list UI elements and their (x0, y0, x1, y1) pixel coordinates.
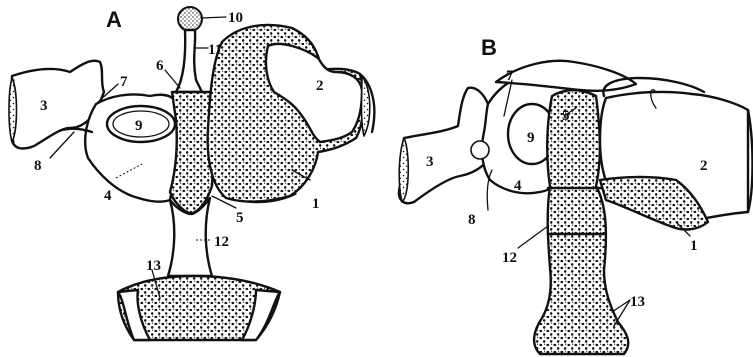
panel-b-label-3: 3 (426, 154, 434, 170)
panel-a-label-3: 3 (40, 98, 48, 114)
panel-a-left-cap-stipple (9, 78, 17, 142)
panel-b-leader-12 (518, 226, 548, 248)
panel-b-small-foramen (471, 141, 489, 159)
panel-a-label-1: 1 (312, 196, 320, 212)
panel-a-label-8: 8 (34, 158, 42, 174)
panel-a-leader-10 (201, 17, 226, 18)
panel-b-label-2: 2 (700, 158, 708, 174)
panel-a-label-4: 4 (104, 188, 112, 204)
panel-b-leader-13a (612, 300, 630, 312)
panel-a-letter: A (106, 7, 122, 32)
panel-a-label-13: 13 (146, 258, 161, 274)
panel-a-label-5: 5 (236, 210, 244, 226)
panel-b-leader-13b (614, 300, 630, 326)
panel-a-stalk (176, 30, 202, 92)
panel-b-label-9: 9 (527, 130, 535, 146)
panel-b-label-12: 12 (502, 250, 517, 266)
panel-a-leader-6 (165, 70, 180, 88)
panel-a-label-11: 11 (208, 42, 222, 58)
panel-a-label-12: 12 (214, 234, 229, 250)
panel-a-label-6: 6 (156, 58, 164, 74)
panel-b-label-8: 8 (468, 212, 476, 228)
panel-b-left-cap-stipple (399, 138, 408, 202)
panel-b: B 7 5 9 3 4 8 (399, 35, 753, 354)
panel-b-label-13: 13 (630, 294, 645, 310)
panel-b-label-5: 5 (562, 108, 570, 124)
panel-b-label-4: 4 (514, 178, 522, 194)
panel-a-label-10: 10 (228, 10, 243, 26)
panel-a-leader-8 (50, 132, 74, 158)
panel-a-label-7: 7 (120, 74, 128, 90)
panel-a-label-2: 2 (316, 78, 324, 94)
panel-a: A (9, 7, 374, 340)
panel-b-label-1: 1 (690, 238, 698, 254)
panel-a-label-9: 9 (135, 118, 143, 134)
panel-a-central-body (170, 92, 213, 214)
panel-a-apical-knob (178, 7, 202, 31)
panel-b-label-7: 7 (506, 68, 514, 84)
panel-b-letter: B (481, 35, 497, 60)
